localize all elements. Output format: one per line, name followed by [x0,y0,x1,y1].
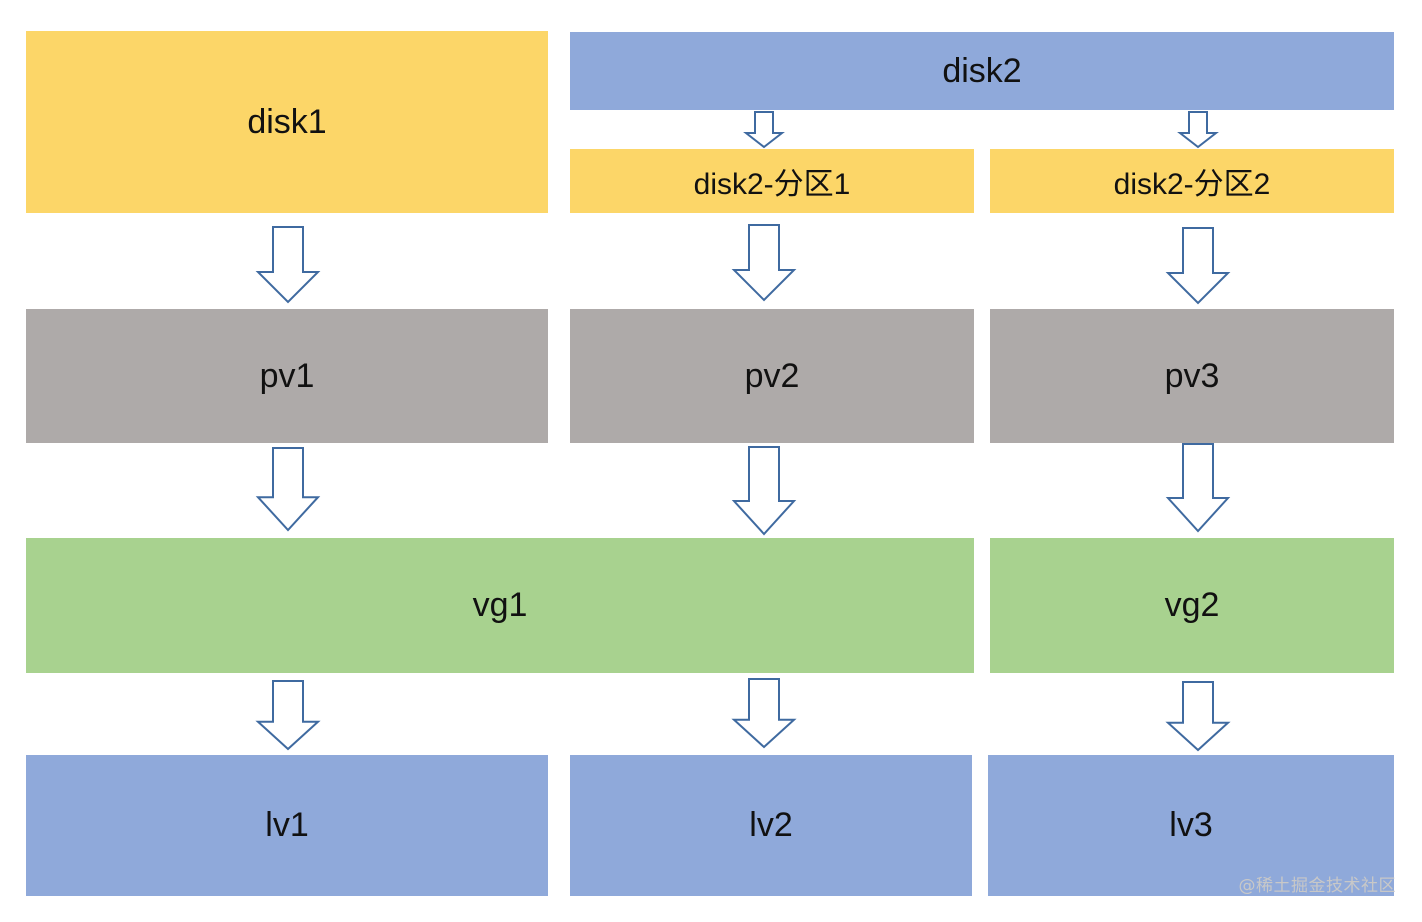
lv2-node: lv2 [570,755,972,896]
pv2-node: pv2 [570,309,974,443]
vg2-label: vg2 [1164,586,1220,624]
arrow-disk1-to-pv1 [255,226,321,304]
vg1-node: vg1 [26,538,974,673]
arrow-shape [1165,227,1231,305]
vg1-label: vg1 [472,586,528,624]
lv2-label: lv2 [749,806,793,844]
disk2-partition2-label: disk2-分区2 [1113,168,1271,201]
arrow-shape [1165,443,1231,533]
pv1-node: pv1 [26,309,548,443]
disk1-node: disk1 [26,31,548,213]
watermark-text: @稀土掘金技术社区 [1238,876,1396,896]
arrow-vg1-to-lv2 [731,678,797,749]
arrow-shape [255,226,321,304]
arrow-shape [1177,111,1219,149]
arrow-shape [743,111,785,149]
arrow-shape [731,446,797,536]
arrow-shape [731,678,797,749]
pv1-label: pv1 [259,356,315,395]
disk2-partition1-node: disk2-分区1 [570,149,974,213]
arrow-vg1-to-lv1 [255,680,321,751]
pv3-node: pv3 [990,309,1394,443]
vg2-node: vg2 [990,538,1394,673]
lv1-label: lv1 [265,806,309,844]
disk2-partition2-node: disk2-分区2 [990,149,1394,213]
lv3-node: lv3 [988,755,1394,896]
lv3-label: lv3 [1169,806,1213,844]
arrow-shape [255,447,321,532]
arrow-shape [1165,681,1231,752]
disk2-label: disk2 [942,51,1022,90]
arrow-shape [731,224,797,302]
arrow-shape [255,680,321,751]
arrow-disk2-to-partition2 [1177,111,1219,149]
lv1-node: lv1 [26,755,548,896]
arrow-partition2-to-pv3 [1165,227,1231,305]
arrow-pv3-to-vg2 [1165,443,1231,533]
disk2-partition1-label: disk2-分区1 [693,168,851,201]
arrow-pv2-to-vg1 [731,446,797,536]
arrow-vg2-to-lv3 [1165,681,1231,752]
disk2-node: disk2 [570,32,1394,110]
arrow-partition1-to-pv2 [731,224,797,302]
pv2-label: pv2 [744,356,800,395]
arrow-disk2-to-partition1 [743,111,785,149]
arrow-pv1-to-vg1 [255,447,321,532]
disk1-label: disk1 [247,102,327,141]
pv3-label: pv3 [1164,356,1220,395]
